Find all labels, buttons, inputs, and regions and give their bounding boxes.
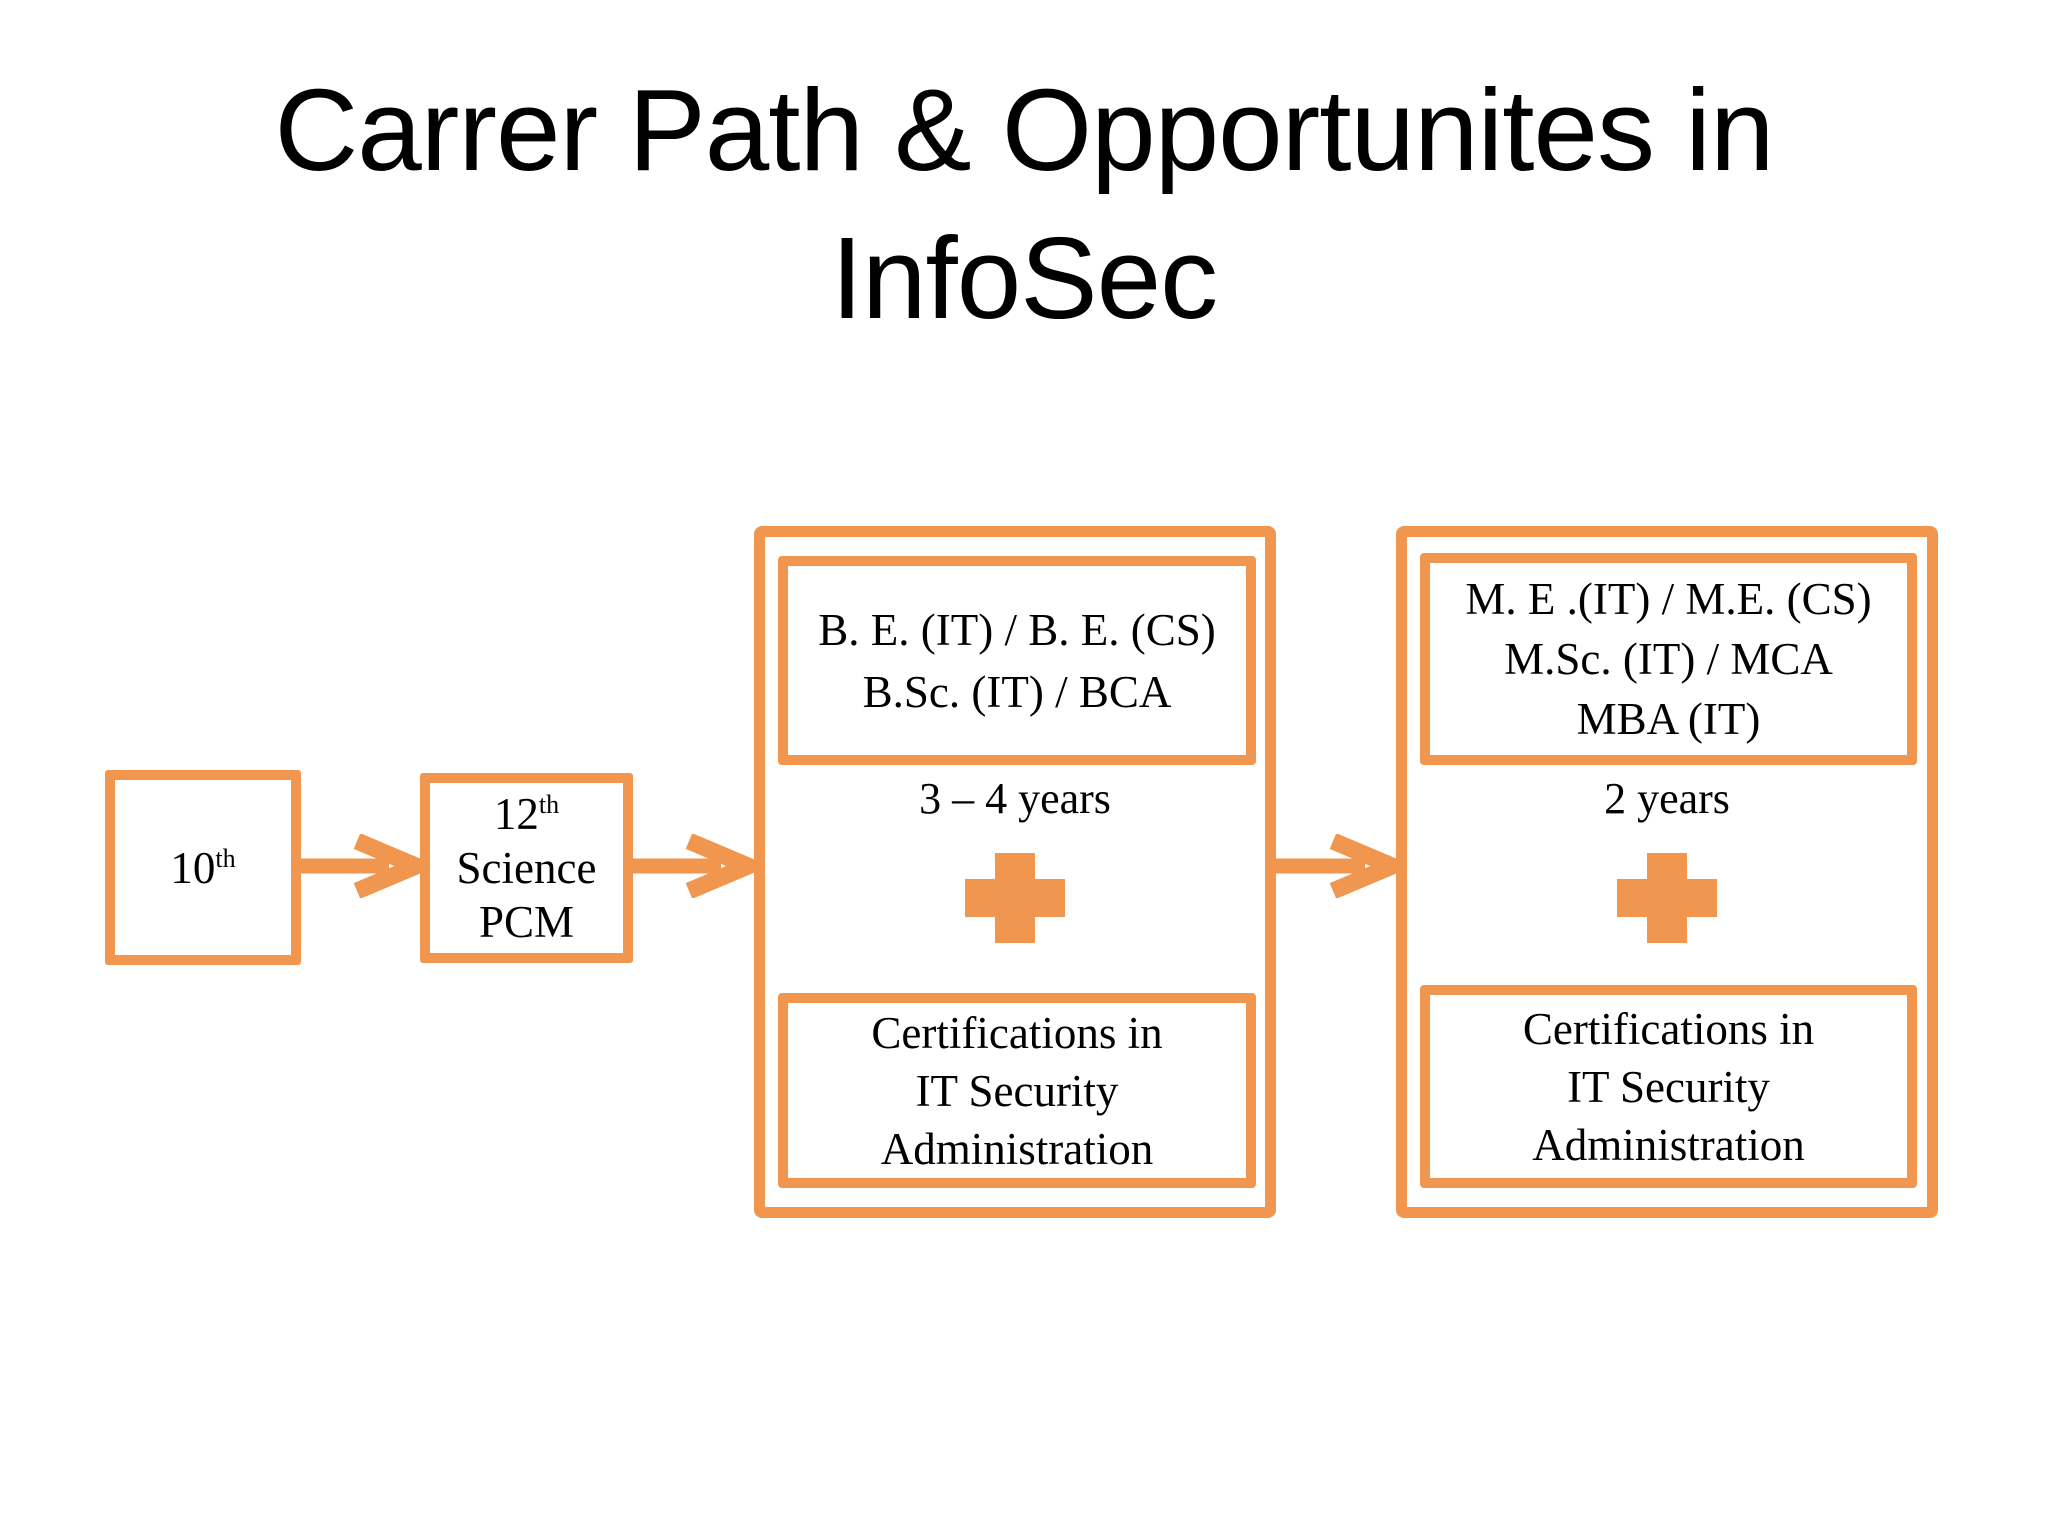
postgrad-duration-label: 2 years (1604, 774, 1730, 823)
node-12th-label: 12th Science PCM (457, 787, 597, 949)
flow-arrow-icon (631, 834, 756, 898)
stage-postgrad: M. E .(IT) / M.E. (CS) M.Sc. (IT) / MCA … (1396, 526, 1938, 1218)
postgrad-degrees-line1: M. E .(IT) / M.E. (CS) (1465, 574, 1872, 624)
postgrad-cert-line2: IT Security (1567, 1061, 1770, 1112)
node-12th-grade-text: 12 (493, 789, 539, 839)
postgrad-degrees-line3: MBA (IT) (1576, 694, 1761, 744)
node-10th: 10th (105, 770, 301, 965)
plus-icon (1617, 853, 1717, 943)
postgrad-cert-line1: Certifications in (1522, 1003, 1815, 1054)
page-title-line1: Carrer Path & Opportunites in (274, 65, 1774, 195)
undergrad-cert-line3: Administration (880, 1123, 1154, 1174)
page-title-line2: InfoSec (830, 213, 1218, 343)
node-12th-stream: Science (456, 843, 597, 893)
flow-arrow-icon (1275, 834, 1400, 898)
postgrad-degrees-box: M. E .(IT) / M.E. (CS) M.Sc. (IT) / MCA … (1420, 553, 1917, 765)
undergrad-cert-line2: IT Security (915, 1065, 1119, 1116)
node-12th-superscript: th (538, 790, 560, 819)
node-12th-subjects: PCM (478, 897, 575, 947)
stage-undergrad: B. E. (IT) / B. E. (CS) B.Sc. (IT) / BCA… (754, 526, 1276, 1218)
undergrad-degrees-line2: B.Sc. (IT) / BCA (862, 666, 1172, 717)
node-12th: 12th Science PCM (420, 773, 633, 963)
undergrad-degrees-line1: B. E. (IT) / B. E. (CS) (818, 604, 1216, 655)
flow-arrow-icon (299, 834, 424, 898)
node-12th-grade: 12th (457, 787, 597, 841)
undergrad-duration-label: 3 – 4 years (919, 774, 1111, 823)
postgrad-cert-line3: Administration (1532, 1119, 1805, 1170)
plus-icon (965, 853, 1065, 943)
node-10th-label: 10th (170, 841, 235, 895)
undergrad-cert-line1: Certifications in (871, 1007, 1163, 1058)
undergrad-degrees-box: B. E. (IT) / B. E. (CS) B.Sc. (IT) / BCA (778, 556, 1256, 765)
page-title: Carrer Path & Opportunites in InfoSec (0, 56, 2048, 352)
postgrad-certifications-box: Certifications in IT Security Administra… (1420, 985, 1917, 1188)
postgrad-degrees-line2: M.Sc. (IT) / MCA (1504, 634, 1833, 684)
plus-icon-horizontal-bar (1617, 879, 1717, 917)
plus-icon-horizontal-bar (965, 879, 1065, 917)
node-10th-superscript: th (215, 843, 236, 873)
node-10th-text: 10 (170, 842, 216, 893)
undergrad-certifications-box: Certifications in IT Security Administra… (778, 993, 1256, 1188)
